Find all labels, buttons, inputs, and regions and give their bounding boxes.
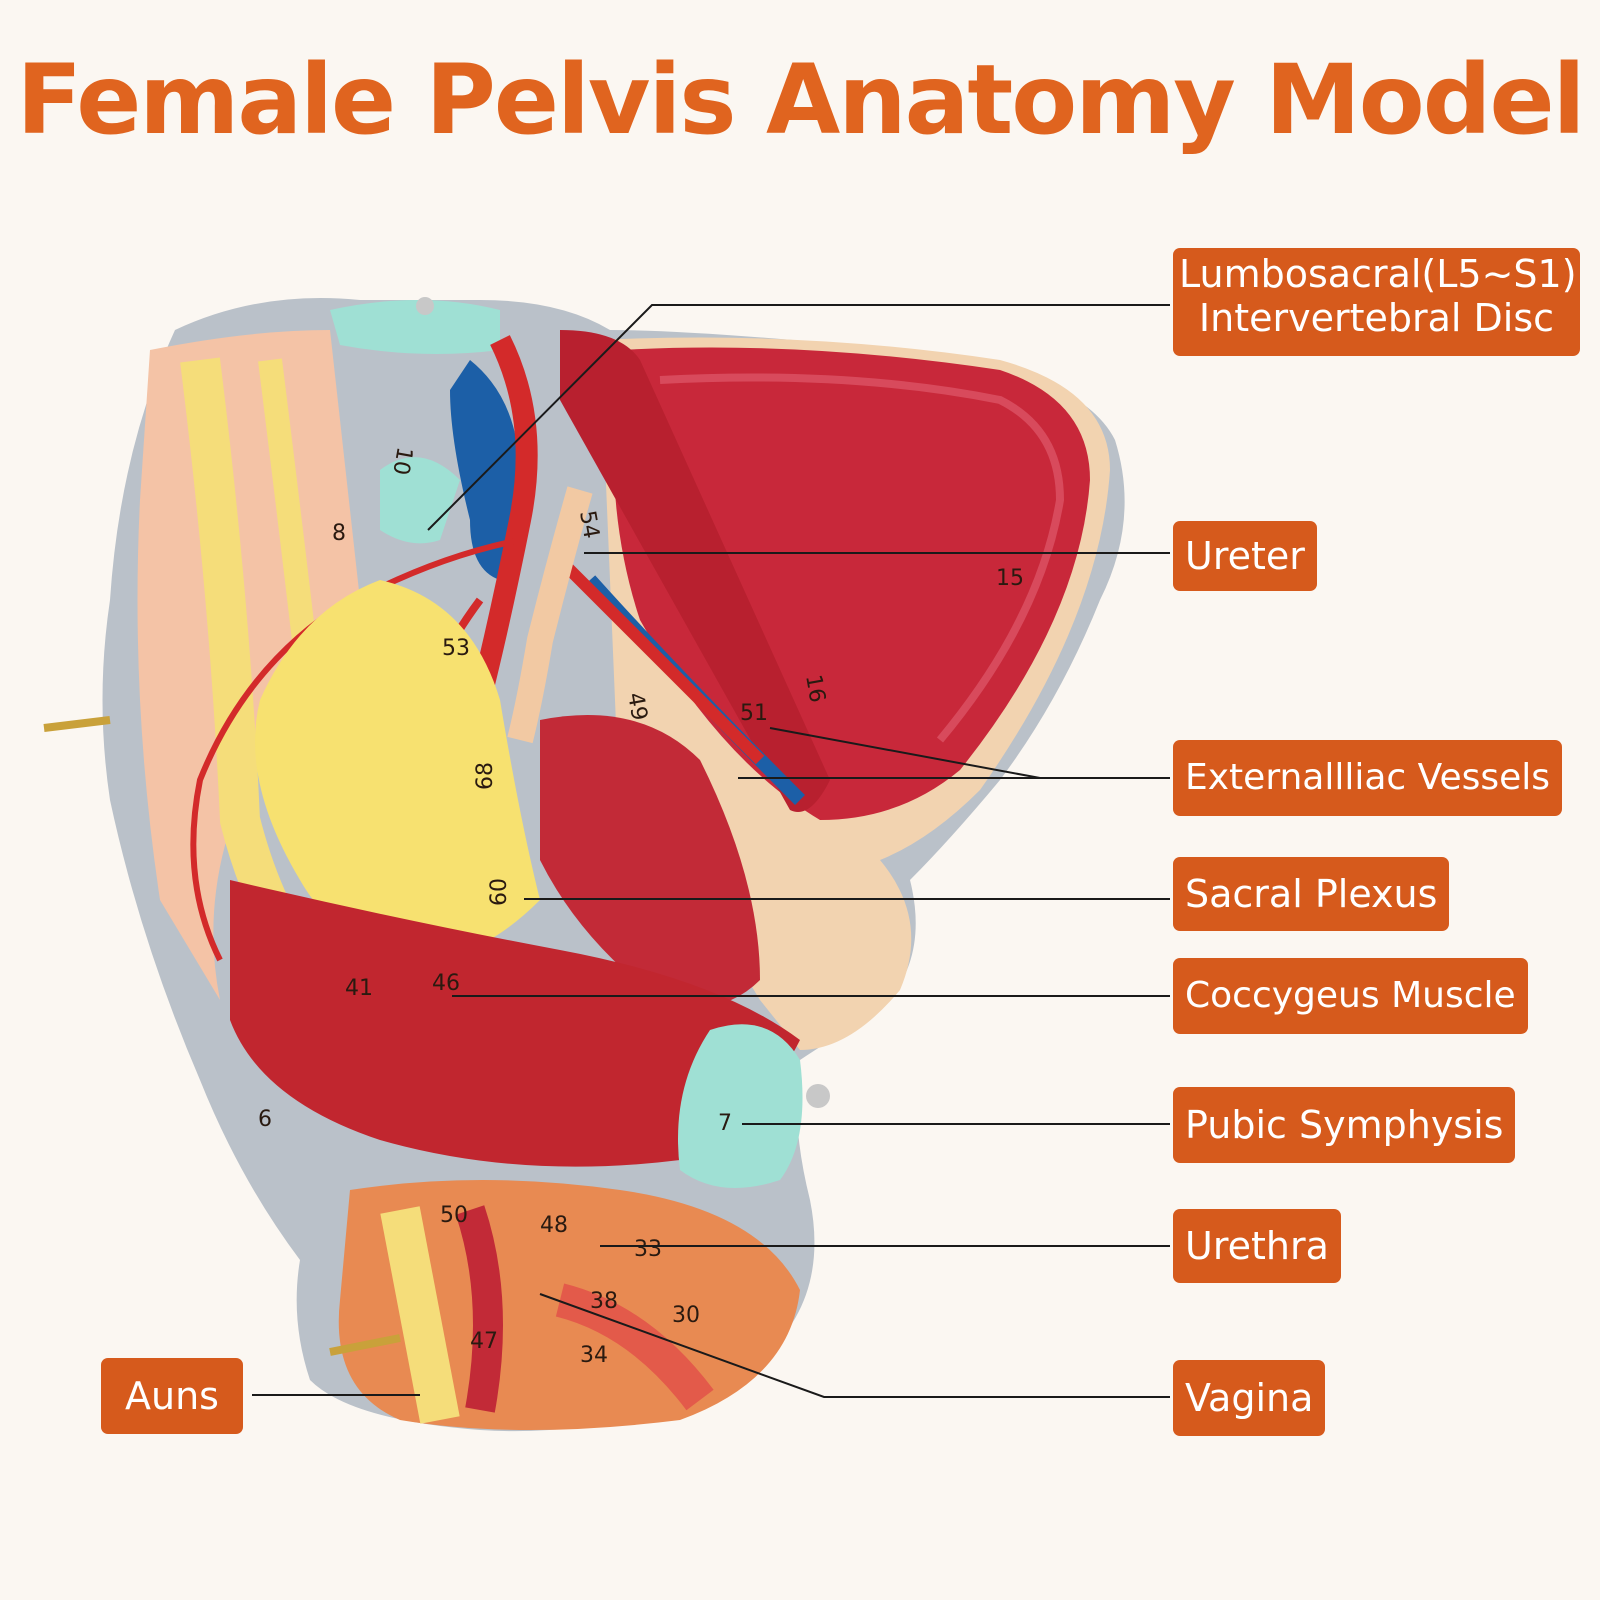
model-number: 34 — [580, 1343, 608, 1368]
iliac-vein — [450, 360, 520, 580]
model-number: 6 — [258, 1107, 272, 1132]
model-number: 10 — [387, 445, 416, 477]
label-anus: Auns — [101, 1358, 243, 1434]
label-vagina: Vagina — [1173, 1360, 1326, 1436]
page-title: Female Pelvis Anatomy Model — [16, 44, 1586, 156]
label-sacral-plexus: Sacral Plexus — [1173, 857, 1450, 931]
pubic-symphysis-shape — [678, 1024, 803, 1188]
model-number: 7 — [718, 1111, 732, 1136]
model-number: 50 — [440, 1203, 468, 1228]
intervertebral-disc — [330, 300, 500, 354]
ureter-tube — [507, 486, 593, 744]
label-urethra: Urethra — [1173, 1209, 1341, 1283]
label-lumbosacral-line2: Intervertebral Disc — [1198, 296, 1555, 340]
model-number: 49 — [622, 691, 651, 723]
label-lumbosacral-line1: Lumbosacral(L5~S1) — [1179, 252, 1577, 296]
model-number: 68 — [473, 762, 498, 790]
label-external-iliac-vessels: Externallliac Vessels — [1173, 740, 1563, 816]
leader-lumbosacral — [427, 304, 1170, 531]
leader-external-iliac-a — [769, 727, 1170, 779]
coccygeus-muscle — [230, 880, 800, 1167]
model-number: 15 — [996, 566, 1024, 591]
psoas-muscle — [560, 330, 830, 812]
model-number: 8 — [332, 521, 346, 546]
model-number: 46 — [432, 971, 460, 996]
label-ureter: Ureter — [1173, 521, 1317, 591]
model-number: 16 — [800, 673, 829, 705]
label-pubic-symphysis: Pubic Symphysis — [1173, 1087, 1516, 1163]
model-number: 53 — [442, 636, 470, 661]
model-number: 48 — [540, 1213, 568, 1238]
model-number: 33 — [634, 1237, 662, 1262]
label-lumbosacral-disc: Lumbosacral(L5~S1) Intervertebral Disc — [1173, 248, 1580, 356]
label-coccygeus-muscle: Coccygeus Muscle — [1173, 958, 1528, 1034]
model-number: 60 — [487, 878, 512, 906]
obturator-muscle — [540, 715, 760, 1007]
model-number: 47 — [470, 1329, 498, 1354]
model-number: 38 — [590, 1289, 618, 1314]
model-number: 51 — [740, 701, 768, 726]
leader-vagina — [539, 1293, 1170, 1398]
model-number: 30 — [672, 1303, 700, 1328]
sacral-plexus — [255, 580, 540, 960]
model-number: 41 — [345, 976, 373, 1001]
model-number: 54 — [574, 509, 603, 541]
